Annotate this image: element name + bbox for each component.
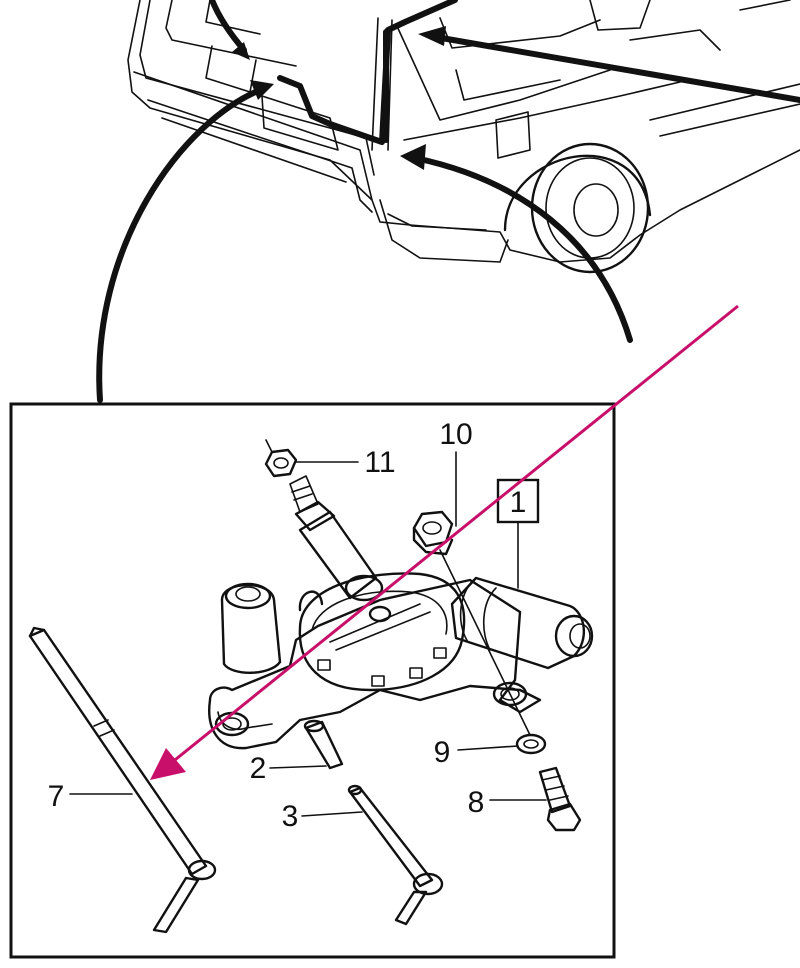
highlight-arrow	[150, 304, 739, 780]
detail-frame	[9, 402, 616, 959]
wiper-motor-assembly	[28, 439, 594, 934]
vehicle-rear-illustration	[96, 0, 800, 403]
callout-9: 9	[434, 736, 451, 769]
callout-labels: 1 2 3 7 8 9 10 11	[48, 418, 540, 833]
callout-2: 2	[250, 752, 267, 785]
callout-8: 8	[468, 786, 485, 819]
callout-3: 3	[282, 800, 299, 833]
callout-1-box	[496, 478, 540, 524]
callout-11: 11	[364, 446, 395, 479]
callout-1: 1	[510, 486, 527, 519]
callout-7: 7	[48, 780, 65, 813]
callout-10: 10	[439, 418, 472, 451]
